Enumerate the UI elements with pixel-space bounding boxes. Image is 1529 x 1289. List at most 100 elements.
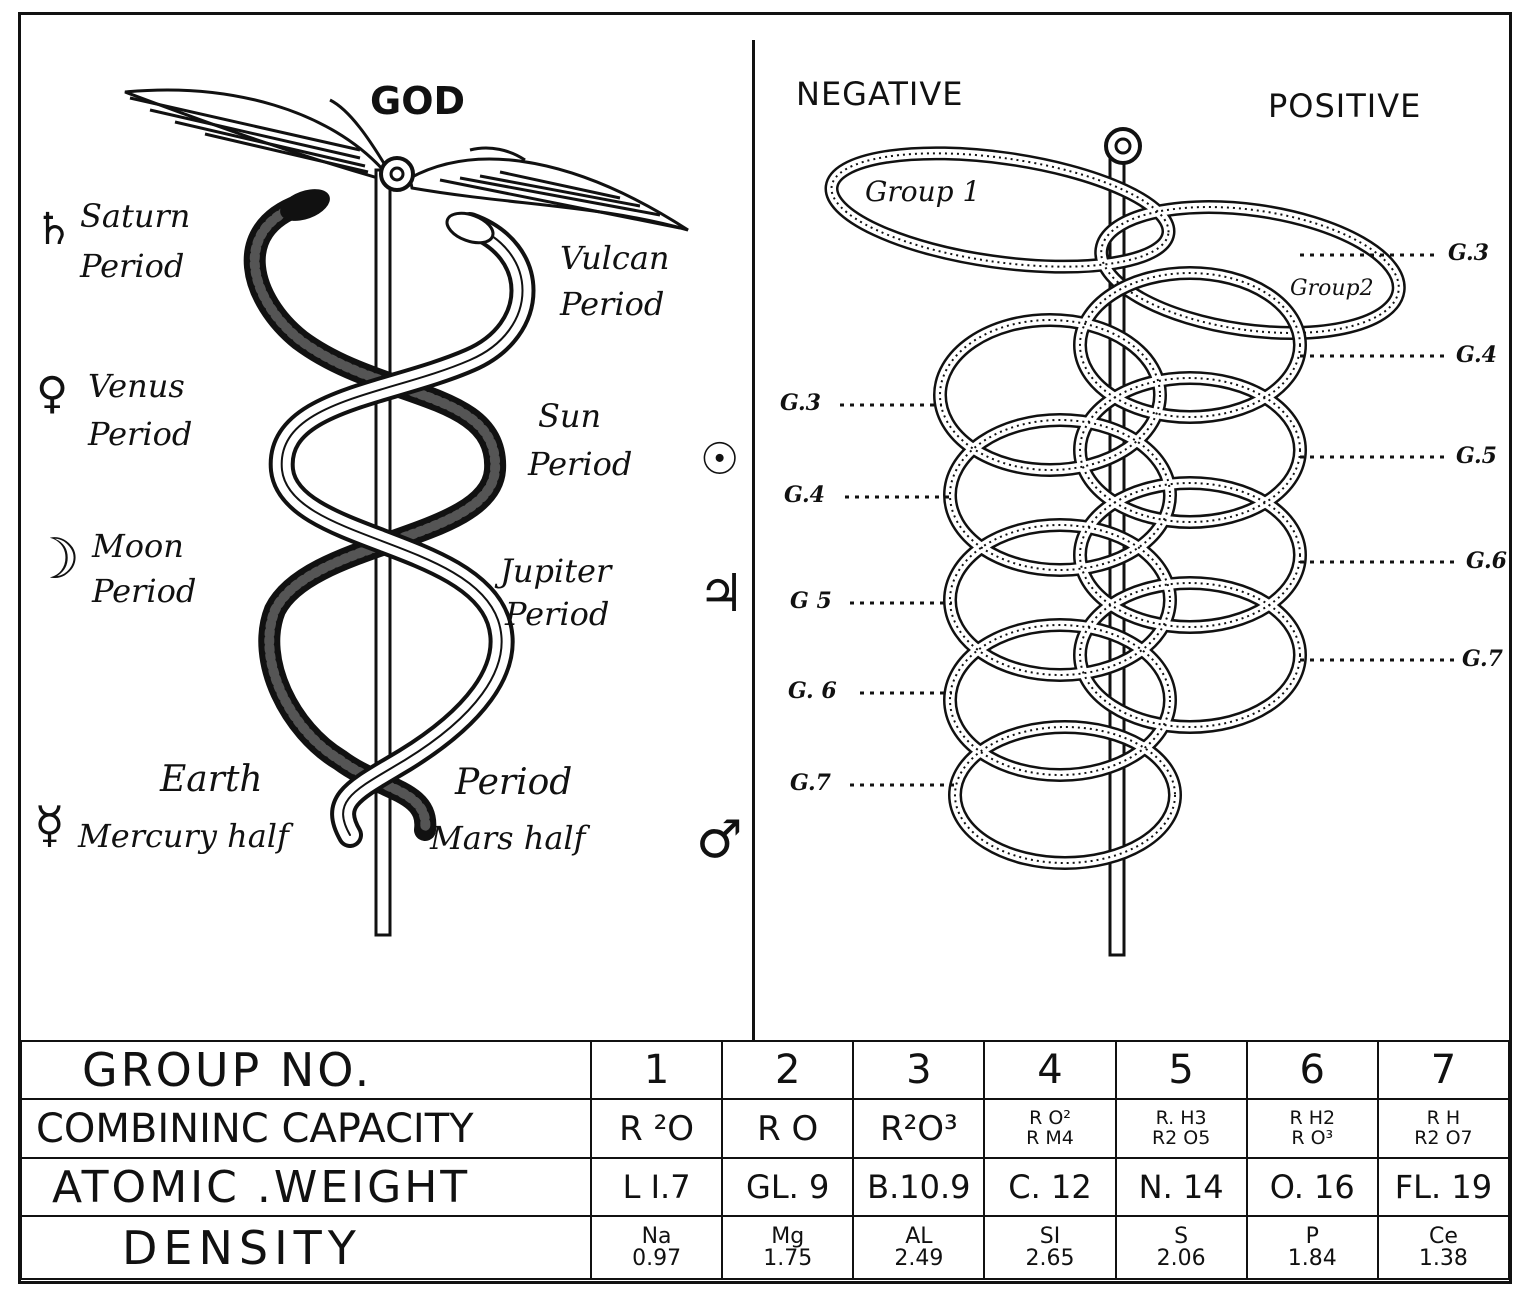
venus-period-label: Period [88, 418, 192, 450]
atomic-weight-cell: L I.7 [591, 1158, 722, 1216]
density-element: P [1248, 1226, 1377, 1248]
density-value: 1.84 [1248, 1248, 1377, 1270]
earth-label: Earth [160, 762, 263, 798]
earth-period-label: Period [455, 765, 572, 801]
density-value: 2.06 [1117, 1248, 1246, 1270]
saturn-icon: ♄ [34, 208, 73, 252]
jupiter-period-label: Period [505, 598, 609, 630]
atomic-weight-cell: O. 16 [1247, 1158, 1378, 1216]
atomic-weight-cell: B.10.9 [853, 1158, 984, 1216]
capacity-line: R O³ [1248, 1129, 1377, 1149]
combining-capacity-row: COMBININC CAPACITY R ²O R O R²O³ R O² R … [21, 1099, 1509, 1157]
capacity-line: R H [1379, 1109, 1508, 1129]
capacity-cell: R. H3 R2 O5 [1116, 1099, 1247, 1157]
positive-label: POSITIVE [1268, 90, 1421, 122]
capacity-line: R M4 [985, 1129, 1114, 1149]
group-number-cell: 1 [591, 1041, 722, 1099]
density-element: Mg [723, 1226, 852, 1248]
sun-period-label: Period [528, 448, 632, 480]
atomic-weight-cell: FL. 19 [1378, 1158, 1509, 1216]
density-element: Ce [1379, 1226, 1508, 1248]
group-number-cell: 7 [1378, 1041, 1509, 1099]
left-tag-g7: G.7 [790, 772, 831, 794]
vulcan-label: Vulcan [560, 242, 670, 274]
saturn-label: Saturn [80, 200, 190, 232]
atomic-weight-cell: GL. 9 [722, 1158, 853, 1216]
right-tag-g4: G.4 [1456, 344, 1497, 366]
atomic-weight-label: ATOMIC .WEIGHT [21, 1158, 591, 1216]
caduceus-drawing [0, 0, 760, 1040]
density-value: 0.97 [592, 1248, 721, 1270]
capacity-cell: R H2 R O³ [1247, 1099, 1378, 1157]
left-tag-g5: G 5 [790, 590, 832, 612]
negative-label: NEGATIVE [796, 78, 963, 110]
density-element: AL [854, 1226, 983, 1248]
density-element: Na [592, 1226, 721, 1248]
left-tag-g3: G.3 [780, 392, 821, 414]
moon-period-label: Period [92, 575, 196, 607]
group-number-cell: 2 [722, 1041, 853, 1099]
jupiter-label: Jupiter [500, 555, 611, 587]
sun-icon: ☉ [700, 438, 739, 482]
capacity-line: R. H3 [1117, 1109, 1246, 1129]
moon-label: Moon [92, 530, 184, 562]
god-label: GOD [370, 82, 465, 120]
mercury-half-label: Mercury half [78, 820, 289, 852]
atomic-weight-cell: N. 14 [1116, 1158, 1247, 1216]
density-element: S [1117, 1226, 1246, 1248]
mars-icon: ♂ [696, 814, 743, 866]
density-label: DENSITY [21, 1216, 591, 1279]
vulcan-period-label: Period [560, 288, 664, 320]
combining-capacity-label: COMBININC CAPACITY [21, 1099, 591, 1157]
capacity-line: R H2 [1248, 1109, 1377, 1129]
density-cell: AL2.49 [853, 1216, 984, 1279]
capacity-cell: R O [722, 1099, 853, 1157]
capacity-cell: R ²O [591, 1099, 722, 1157]
capacity-line: R2 O7 [1379, 1129, 1508, 1149]
left-tag-g4: G.4 [784, 484, 825, 506]
right-tag-g7: G.7 [1462, 648, 1503, 670]
periodic-group-table: GROUP NO. 1 2 3 4 5 6 7 COMBININC CAPACI… [20, 1040, 1510, 1280]
atomic-weight-row: ATOMIC .WEIGHT L I.7 GL. 9 B.10.9 C. 12 … [21, 1158, 1509, 1216]
right-tag-g5: G.5 [1456, 445, 1497, 467]
right-tag-g3: G.3 [1448, 242, 1489, 264]
atomic-weight-cell: C. 12 [984, 1158, 1115, 1216]
density-element: SI [985, 1226, 1114, 1248]
density-value: 1.75 [723, 1248, 852, 1270]
venus-label: Venus [88, 370, 185, 402]
jupiter-icon: ♃ [698, 568, 745, 620]
mars-half-label: Mars half [430, 822, 586, 854]
capacity-line: R2 O5 [1117, 1129, 1246, 1149]
capacity-cell: R H R2 O7 [1378, 1099, 1509, 1157]
wing-left [125, 90, 388, 180]
spiral-drawing [760, 0, 1520, 1040]
density-value: 2.65 [985, 1248, 1114, 1270]
mercury-icon: ☿ [34, 800, 65, 850]
sun-label: Sun [538, 400, 601, 432]
saturn-period-label: Period [80, 250, 184, 282]
moon-icon: ☽ [30, 532, 80, 588]
group-no-header: GROUP NO. [21, 1041, 591, 1099]
group-number-cell: 6 [1247, 1041, 1378, 1099]
group-number-cell: 5 [1116, 1041, 1247, 1099]
group-number-cell: 3 [853, 1041, 984, 1099]
capacity-line: R O² [985, 1109, 1114, 1129]
venus-icon: ♀ [36, 372, 68, 416]
group2-label: Group2 [1290, 278, 1374, 300]
capacity-cell: R²O³ [853, 1099, 984, 1157]
density-value: 1.38 [1379, 1248, 1508, 1270]
right-tag-g6: G.6 [1466, 550, 1507, 572]
group-number-cell: 4 [984, 1041, 1115, 1099]
group-number-row: GROUP NO. 1 2 3 4 5 6 7 [21, 1041, 1509, 1099]
group1-label: Group 1 [865, 178, 980, 206]
capacity-cell: R O² R M4 [984, 1099, 1115, 1157]
left-tag-g6: G. 6 [788, 680, 837, 702]
